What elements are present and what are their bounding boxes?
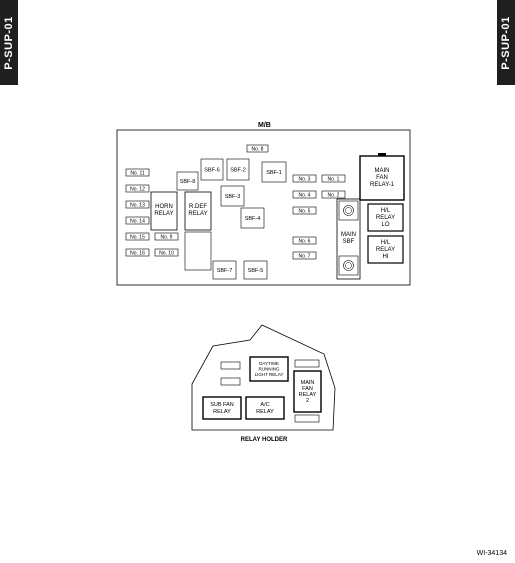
svg-text:RELAY: RELAY	[213, 409, 231, 415]
svg-text:SBF-4: SBF-4	[245, 216, 261, 222]
rdef-relay: R.DEF RELAY	[184, 191, 212, 231]
svg-text:SBF-5: SBF-5	[248, 268, 264, 274]
svg-text:RELAY: RELAY	[376, 247, 395, 253]
svg-text:RELAY: RELAY	[256, 409, 274, 415]
svg-text:RELAY: RELAY	[299, 392, 317, 398]
mb-title: M/B	[258, 122, 271, 129]
relay-holder-blank-slot	[220, 377, 241, 386]
fuse-no14: No. 14	[125, 216, 150, 225]
mb-outline	[116, 129, 411, 286]
svg-text:FAN: FAN	[302, 386, 313, 392]
fuse-no13: No. 13	[125, 200, 150, 209]
fuse-no7: No. 7	[292, 251, 317, 260]
main-fan-relay-1: MAIN FAN RELAY-1	[359, 153, 405, 201]
fuse-no10: No. 10	[154, 248, 179, 257]
svg-text:No. 16: No. 16	[130, 251, 145, 257]
svg-text:SUB FAN: SUB FAN	[210, 402, 234, 408]
svg-text:No. 14: No. 14	[130, 219, 145, 225]
fuse-no6: No. 6	[292, 236, 317, 245]
svg-text:RELAY-1: RELAY-1	[370, 182, 395, 188]
svg-text:SBF-3: SBF-3	[225, 194, 241, 200]
svg-text:2: 2	[306, 398, 309, 404]
svg-text:No. 13: No. 13	[130, 203, 145, 209]
svg-text:No. 11: No. 11	[130, 171, 145, 177]
svg-text:No. 12: No. 12	[130, 187, 145, 193]
svg-text:RELAY: RELAY	[154, 211, 173, 217]
fuse-no16: No. 16	[125, 248, 150, 257]
sbf-8: SBF-8	[176, 171, 199, 191]
svg-text:FAN: FAN	[376, 175, 388, 181]
left-section-tab: P-SUP-01	[0, 0, 18, 85]
figure-code: WI-34134	[476, 550, 507, 557]
sbf-2: SBF-2	[226, 158, 250, 181]
svg-text:SBF-6: SBF-6	[204, 168, 220, 174]
fuse-no3: No. 3	[292, 174, 317, 183]
svg-text:RELAY: RELAY	[188, 211, 207, 217]
svg-text:H/L: H/L	[381, 240, 391, 246]
relay-holder-title: RELAY HOLDER	[241, 437, 288, 443]
main-sbf-bolt-bottom-icon	[343, 260, 354, 271]
fuse-no11: No. 11	[125, 168, 150, 177]
svg-text:MAIN: MAIN	[341, 232, 356, 238]
hl-relay-hi: H/L RELAY HI	[367, 235, 404, 264]
fuse-no9: No. 9	[154, 232, 179, 241]
svg-text:SBF-1: SBF-1	[266, 170, 282, 176]
svg-text:HORN: HORN	[155, 204, 173, 210]
fuse-no8: No. 8	[246, 144, 269, 153]
sbf-5: SBF-5	[243, 260, 268, 280]
relay-holder-outline	[191, 324, 336, 431]
svg-text:SBF-8: SBF-8	[180, 179, 196, 185]
svg-text:No. 2: No. 2	[328, 193, 340, 199]
svg-text:LIGHT RELAY: LIGHT RELAY	[255, 372, 284, 377]
svg-text:No. 5: No. 5	[299, 209, 311, 215]
fuse-no4: No. 4	[292, 190, 317, 199]
svg-text:SBF: SBF	[343, 239, 355, 245]
svg-text:SBF-7: SBF-7	[217, 268, 233, 274]
svg-text:MAIN: MAIN	[301, 380, 315, 386]
svg-text:A/C: A/C	[260, 402, 269, 408]
relay-holder-blank-slot	[294, 414, 320, 423]
svg-text:No. 8: No. 8	[252, 147, 264, 153]
fuse-no12: No. 12	[125, 184, 150, 193]
svg-text:H/L: H/L	[381, 208, 391, 214]
ac-relay: A/C RELAY	[245, 396, 285, 420]
svg-text:RELAY: RELAY	[376, 215, 395, 221]
relay-holder-blank-slot	[294, 359, 320, 368]
svg-text:No. 7: No. 7	[299, 254, 311, 260]
svg-text:No. 9: No. 9	[161, 235, 173, 241]
fuse-no2: No. 2	[321, 190, 346, 199]
svg-text:LO: LO	[381, 222, 389, 228]
svg-text:No. 1: No. 1	[328, 177, 340, 183]
blank-relay-slot	[184, 231, 212, 271]
sbf-1: SBF-1	[261, 161, 287, 183]
svg-text:No. 10: No. 10	[159, 251, 174, 257]
daytime-running-light-relay: DAYTIME RUNNING LIGHT RELAY	[249, 356, 289, 382]
svg-text:No. 6: No. 6	[299, 239, 311, 245]
svg-text:SBF-2: SBF-2	[230, 168, 246, 174]
sbf-4: SBF-4	[240, 207, 265, 229]
sub-fan-relay: SUB FAN RELAY	[202, 396, 242, 420]
relay-holder-blank-slot	[220, 361, 241, 370]
hl-relay-lo: H/L RELAY LO	[367, 203, 404, 232]
svg-text:RUNNING: RUNNING	[259, 367, 280, 372]
sbf-7: SBF-7	[212, 260, 237, 280]
svg-text:R.DEF: R.DEF	[189, 204, 207, 210]
fuse-no5: No. 5	[292, 206, 317, 215]
horn-relay: HORN RELAY	[150, 191, 178, 231]
svg-text:No. 4: No. 4	[299, 193, 311, 199]
fuse-no15: No. 15	[125, 232, 150, 241]
svg-text:No. 15: No. 15	[130, 235, 145, 241]
main-sbf-bolt-top-icon	[343, 205, 354, 216]
sbf-6: SBF-6	[200, 158, 224, 181]
right-section-tab: P-SUP-01	[497, 0, 515, 85]
svg-text:MAIN: MAIN	[375, 168, 390, 174]
main-fan-relay-2: MAIN FAN RELAY 2	[293, 370, 322, 413]
svg-text:No. 3: No. 3	[299, 177, 311, 183]
svg-text:DAYTIME: DAYTIME	[259, 361, 279, 366]
main-sbf: MAIN SBF	[336, 198, 361, 280]
fuse-no1: No. 1	[321, 174, 346, 183]
sbf-3: SBF-3	[220, 185, 245, 207]
svg-text:HI: HI	[383, 254, 389, 260]
